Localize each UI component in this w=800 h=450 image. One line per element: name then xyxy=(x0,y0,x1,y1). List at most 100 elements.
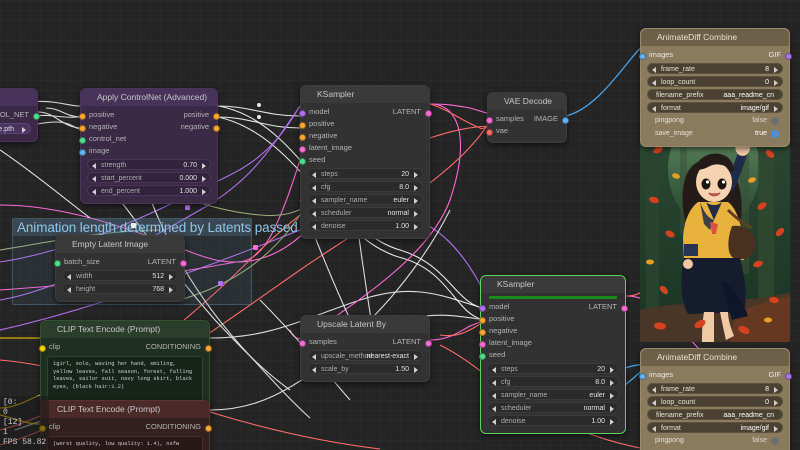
port-latent-out[interactable] xyxy=(424,339,432,347)
widget-format[interactable]: format image/gif xyxy=(647,422,783,433)
port-negative-in[interactable] xyxy=(298,133,306,141)
port-conditioning-out[interactable] xyxy=(204,424,212,432)
link-reroute-dot[interactable] xyxy=(253,245,258,250)
port-negative-out[interactable] xyxy=(212,124,220,132)
node-ksampler-top[interactable]: KSampler model LATENT positive negative … xyxy=(298,85,432,239)
slot-latent-image[interactable]: latent_image xyxy=(478,337,625,349)
port-control-net-out[interactable] xyxy=(32,112,40,120)
next-arrow-icon[interactable] xyxy=(169,286,173,293)
port-latent-image-in[interactable] xyxy=(478,340,486,348)
next-arrow-icon[interactable] xyxy=(202,175,206,182)
widget-filename-prefix[interactable]: filename_prefix aaa_readme_cn xyxy=(647,89,783,100)
prev-arrow-icon[interactable] xyxy=(492,392,496,399)
port-negative-in[interactable] xyxy=(478,328,486,336)
widget-loop-count[interactable]: loop_count 0 xyxy=(647,396,783,407)
next-arrow-icon[interactable] xyxy=(610,366,614,373)
next-arrow-icon[interactable] xyxy=(610,379,614,386)
prev-arrow-icon[interactable] xyxy=(312,197,316,204)
port-positive-out[interactable] xyxy=(212,112,220,120)
prev-arrow-icon[interactable] xyxy=(92,188,96,195)
slot-latent-image[interactable]: latent_image xyxy=(298,142,429,154)
next-arrow-icon[interactable] xyxy=(414,353,418,360)
port-latent-image-in[interactable] xyxy=(298,145,306,153)
next-arrow-icon[interactable] xyxy=(414,366,418,373)
prev-arrow-icon[interactable] xyxy=(492,418,496,425)
port-positive-in[interactable] xyxy=(78,112,86,120)
prev-arrow-icon[interactable] xyxy=(312,366,316,373)
next-arrow-icon[interactable] xyxy=(610,405,614,412)
next-arrow-icon[interactable] xyxy=(414,223,418,230)
widget-end-percent[interactable]: end_percent 1.000 xyxy=(87,185,211,196)
widget-width[interactable]: width 512 xyxy=(62,270,178,281)
slot-positive[interactable]: positive xyxy=(298,118,429,130)
slot-samples[interactable]: samples IMAGE xyxy=(485,113,569,125)
prev-arrow-icon[interactable] xyxy=(492,405,496,412)
slot-image[interactable]: image xyxy=(78,145,217,157)
prev-arrow-icon[interactable] xyxy=(652,386,656,393)
node-animatediff-combine-top[interactable]: AnimateDiff Combine images GIF frame_rat… xyxy=(638,28,792,147)
widget-start-percent[interactable]: start_percent 0.000 xyxy=(87,172,211,183)
prev-arrow-icon[interactable] xyxy=(312,184,316,191)
widget-scale-by[interactable]: scale_by 1.50 xyxy=(307,363,423,374)
node-controlnet-loader[interactable]: CONTROL_NET pose.pth xyxy=(0,88,40,142)
port-seed-in[interactable] xyxy=(298,157,306,165)
port-latent-out[interactable] xyxy=(620,304,628,312)
prompt-textarea-positive[interactable]: 1girl, solo, waving her hand, smiling, y… xyxy=(47,356,203,402)
slot-samples[interactable]: samples LATENT xyxy=(298,336,432,348)
widget-sampler-name[interactable]: sampler_name euler xyxy=(307,194,423,205)
widget-strength[interactable]: strength 0.70 xyxy=(87,159,211,170)
widget-control-net-name[interactable]: pose.pth xyxy=(0,123,31,134)
next-arrow-icon[interactable] xyxy=(610,392,614,399)
port-positive-in[interactable] xyxy=(478,316,486,324)
widget-filename-prefix[interactable]: filename_prefix aaa_readme_cn xyxy=(647,409,783,420)
output-slot-control-net[interactable]: CONTROL_NET xyxy=(0,109,40,121)
widget-frame-rate[interactable]: frame_rate 8 xyxy=(647,63,783,74)
prev-arrow-icon[interactable] xyxy=(312,171,316,178)
port-conditioning-out[interactable] xyxy=(204,344,212,352)
port-latent-out[interactable] xyxy=(424,109,432,117)
widget-save-image[interactable]: save_image true xyxy=(647,128,783,139)
node-apply-controlnet-advanced[interactable]: Apply ControlNet (Advanced) positive pos… xyxy=(78,88,220,204)
slot-images[interactable]: images GIF xyxy=(638,49,792,61)
port-model-in[interactable] xyxy=(478,304,486,312)
slot-negative[interactable]: negative xyxy=(478,325,625,337)
port-image-out[interactable] xyxy=(561,116,569,124)
slot-seed[interactable]: seed xyxy=(298,154,429,166)
prev-arrow-icon[interactable] xyxy=(67,273,71,280)
next-arrow-icon[interactable] xyxy=(414,171,418,178)
toggle-knob-pingpong[interactable] xyxy=(771,436,779,445)
slot-batch-size[interactable]: batch_size LATENT xyxy=(53,256,187,268)
port-samples-in[interactable] xyxy=(485,116,493,124)
slot-negative[interactable]: negative xyxy=(298,130,429,142)
next-arrow-icon[interactable] xyxy=(610,418,614,425)
port-clip-in[interactable] xyxy=(38,344,46,352)
link-reroute-dot[interactable] xyxy=(218,281,223,286)
widget-sampler-name[interactable]: sampler_name euler xyxy=(487,389,619,400)
widget-steps[interactable]: steps 20 xyxy=(307,168,423,179)
slot-positive[interactable]: positive xyxy=(478,313,625,325)
slot-clip[interactable]: clip CONDITIONING xyxy=(38,341,212,353)
slot-seed[interactable]: seed xyxy=(478,349,625,361)
widget-scheduler[interactable]: scheduler normal xyxy=(307,207,423,218)
prev-arrow-icon[interactable] xyxy=(492,366,496,373)
prev-arrow-icon[interactable] xyxy=(92,175,96,182)
node-clip-text-encode-positive[interactable]: CLIP Text Encode (Prompt) clip CONDITION… xyxy=(38,320,212,411)
prev-arrow-icon[interactable] xyxy=(92,162,96,169)
widget-pingpong[interactable]: pingpong false xyxy=(647,115,783,126)
prev-arrow-icon[interactable] xyxy=(312,223,316,230)
next-arrow-icon[interactable] xyxy=(774,386,778,393)
next-arrow-icon[interactable] xyxy=(774,66,778,73)
port-seed-in[interactable] xyxy=(478,352,486,360)
next-arrow-icon[interactable] xyxy=(774,105,778,112)
widget-denoise[interactable]: denoise 1.00 xyxy=(307,220,423,231)
node-vae-decode[interactable]: VAE Decode samples IMAGE vae xyxy=(485,92,569,143)
slot-negative[interactable]: negative negative xyxy=(78,121,220,133)
port-control-net-in[interactable] xyxy=(78,136,86,144)
slot-control-net[interactable]: control_net xyxy=(78,133,217,145)
next-arrow-icon[interactable] xyxy=(414,210,418,217)
widget-steps[interactable]: steps 20 xyxy=(487,363,619,374)
prev-arrow-icon[interactable] xyxy=(652,425,656,432)
next-arrow-icon[interactable] xyxy=(774,79,778,86)
widget-loop-count[interactable]: loop_count 0 xyxy=(647,76,783,87)
node-animatediff-combine-bottom[interactable]: AnimateDiff Combine images GIF frame_rat… xyxy=(638,348,792,450)
